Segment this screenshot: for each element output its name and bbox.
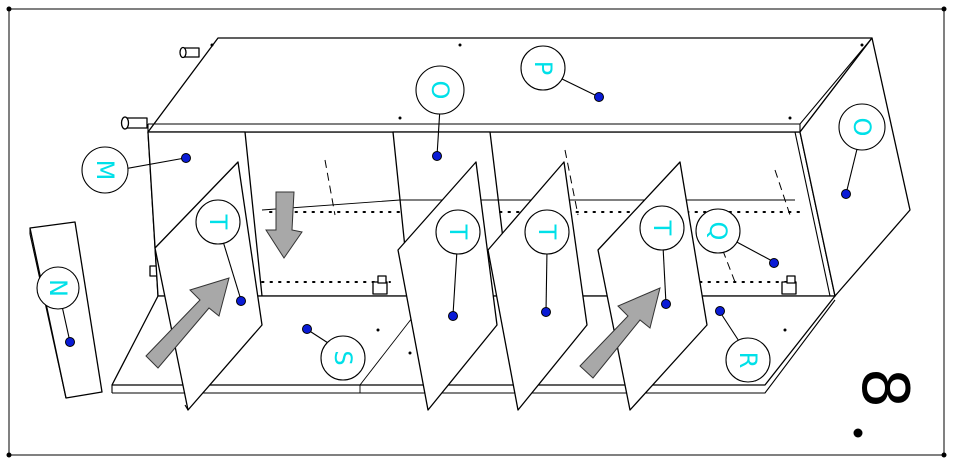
callout-N-label: N: [44, 279, 72, 297]
callout-P: P: [520, 45, 604, 102]
callout-T4: T: [639, 205, 685, 309]
insert-arrow-right: [579, 287, 661, 379]
page-frame: [8, 8, 945, 456]
callout-T1: T: [195, 199, 246, 306]
callout-N: N: [36, 266, 80, 347]
step-dot: [853, 428, 863, 438]
hinges: [372, 275, 797, 295]
callout-Q: Q: [695, 208, 779, 268]
callout-O-right: O: [838, 103, 886, 199]
callout-Q-label: Q: [704, 222, 732, 241]
callout-M: M: [81, 146, 191, 194]
callout-P-label: P: [529, 61, 557, 75]
callout-M-label: M: [91, 160, 119, 181]
callout-T2-label: T: [444, 224, 472, 240]
panel-N: [29, 221, 103, 399]
side-panel-O: [799, 37, 911, 297]
callout-O-middle: O: [415, 65, 465, 161]
callout-S-label: S: [329, 350, 357, 365]
insert-arrow-left: [145, 277, 230, 369]
step-number: 8: [847, 368, 921, 409]
dowels: [120, 46, 200, 277]
callout-S: S: [302, 324, 366, 381]
callout-T3-label: T: [533, 224, 561, 240]
callout-T4-label: T: [648, 220, 676, 236]
callout-R: R: [715, 306, 771, 383]
insert-arrow-down: [265, 191, 303, 259]
top-panel-P: [147, 37, 873, 133]
callout-O2-label: O: [848, 118, 876, 137]
callout-O1-label: O: [426, 81, 454, 100]
callout-T1-label: T: [204, 214, 232, 230]
callout-R-label: R: [734, 352, 762, 369]
frame-corner-dots: [6, 6, 947, 458]
callout-T3: T: [524, 209, 570, 317]
callout-T2: T: [435, 209, 481, 321]
